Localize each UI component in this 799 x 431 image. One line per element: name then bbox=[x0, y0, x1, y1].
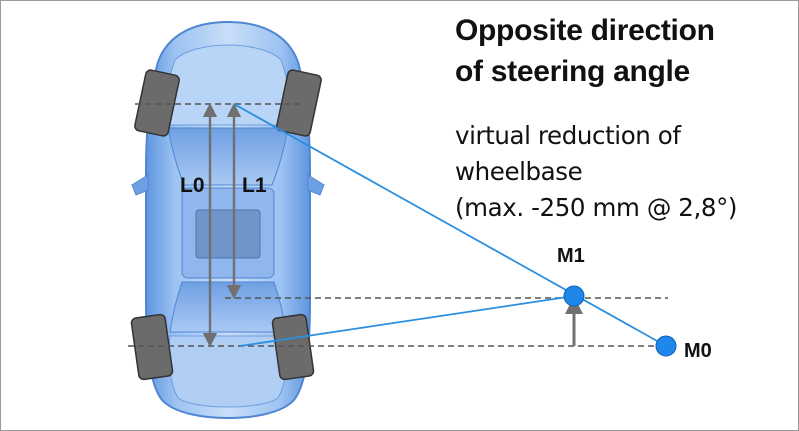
diagram-title: Opposite direction of steering angle bbox=[455, 10, 785, 92]
m1-label: M1 bbox=[557, 245, 585, 267]
rear-right-tire bbox=[271, 313, 315, 381]
m1-point bbox=[563, 285, 585, 307]
dimension-arrows bbox=[202, 102, 583, 348]
tires bbox=[130, 69, 322, 381]
rear-left-tire bbox=[130, 313, 174, 381]
m0-label: M0 bbox=[684, 340, 712, 362]
title-line-1: Opposite direction bbox=[455, 14, 715, 47]
front-left-tire bbox=[134, 69, 180, 137]
rear-wheel-normal bbox=[239, 295, 575, 347]
front-right-tire bbox=[276, 69, 322, 137]
l0-label: L0 bbox=[180, 174, 205, 197]
description-line-3: (max. -250 mm @ 2,8°) bbox=[455, 193, 738, 222]
car-rear-window bbox=[169, 281, 287, 333]
description-line-1: virtual reduction of bbox=[455, 121, 681, 150]
l1-label: L1 bbox=[242, 174, 267, 197]
right-mirror bbox=[307, 174, 325, 196]
description-line-2: wheelbase bbox=[455, 157, 583, 186]
car-sunroof bbox=[195, 209, 261, 259]
construction-lines bbox=[233, 103, 667, 347]
left-mirror bbox=[131, 174, 149, 196]
reference-lines bbox=[128, 103, 668, 347]
m0-point bbox=[655, 335, 677, 357]
car-hood bbox=[164, 44, 292, 126]
front-wheel-normal bbox=[233, 103, 667, 347]
diagram-description: virtual reduction of wheelbase (max. -25… bbox=[455, 118, 795, 226]
title-line-2: of steering angle bbox=[455, 55, 690, 88]
